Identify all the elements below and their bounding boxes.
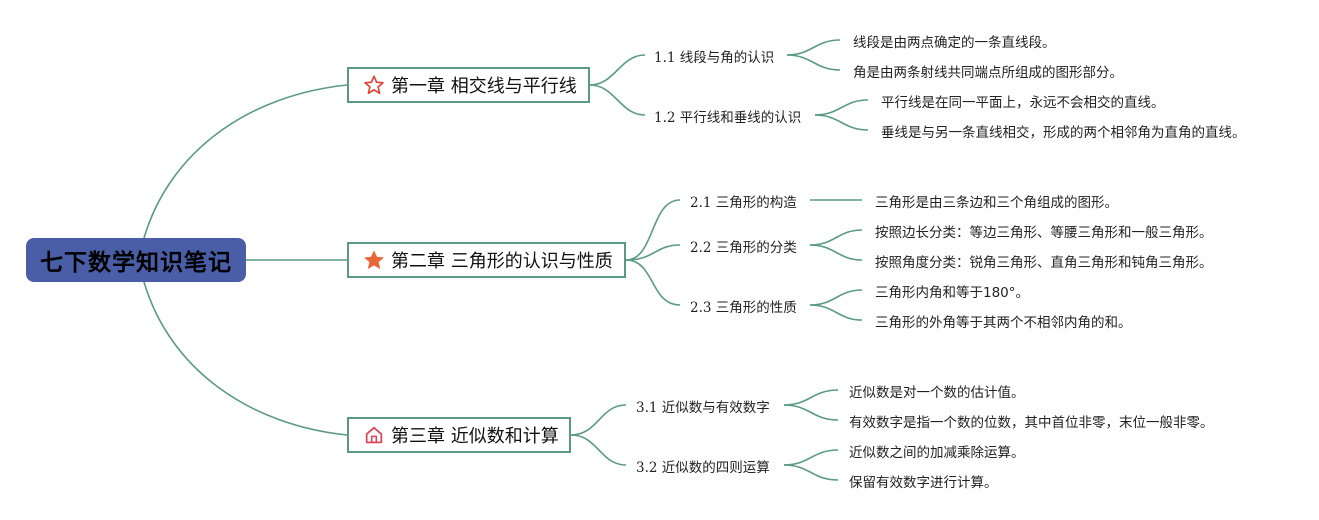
point-2-2-a[interactable]: 按照边长分类：等边三角形、等腰三角形和一般三角形。	[875, 225, 1213, 241]
section-3-1[interactable]: 3.1 近似数与有效数字	[636, 400, 770, 416]
chapter-2-title: 第二章 三角形的认识与性质	[391, 251, 613, 272]
point-3-2-b[interactable]: 保留有效数字进行计算。	[849, 475, 998, 491]
section-1-2[interactable]: 1.2 平行线和垂线的认识	[654, 110, 802, 126]
point-1-2-a[interactable]: 平行线是在同一平面上，永远不会相交的直线。	[881, 95, 1165, 111]
section-2-3[interactable]: 2.3 三角形的性质	[690, 300, 797, 316]
point-1-2-b[interactable]: 垂线是与另一条直线相交，形成的两个相邻角为直角的直线。	[881, 125, 1246, 141]
point-3-1-b[interactable]: 有效数字是指一个数的位数，其中首位非零，末位一般非零。	[849, 415, 1214, 431]
chapter-3-node[interactable]: 第三章 近似数和计算	[347, 417, 571, 453]
section-3-2[interactable]: 3.2 近似数的四则运算	[636, 460, 770, 476]
star-filled-icon	[363, 249, 385, 271]
section-2-2[interactable]: 2.2 三角形的分类	[690, 240, 797, 256]
point-1-1-a[interactable]: 线段是由两点确定的一条直线段。	[853, 35, 1056, 51]
chapter-1-node[interactable]: 第一章 相交线与平行线	[347, 67, 590, 103]
home-icon	[363, 424, 385, 446]
point-2-3-b[interactable]: 三角形的外角等于其两个不相邻内角的和。	[875, 315, 1132, 331]
point-2-1-a[interactable]: 三角形是由三条边和三个角组成的图形。	[875, 195, 1118, 211]
chapter-2-node[interactable]: 第二章 三角形的认识与性质	[347, 242, 626, 278]
point-3-1-a[interactable]: 近似数是对一个数的估计值。	[849, 385, 1025, 401]
point-3-2-a[interactable]: 近似数之间的加减乘除运算。	[849, 445, 1025, 461]
root-topic[interactable]: 七下数学知识笔记	[26, 238, 246, 282]
point-2-2-b[interactable]: 按照角度分类：锐角三角形、直角三角形和钝角三角形。	[875, 255, 1213, 271]
point-1-1-b[interactable]: 角是由两条射线共同端点所组成的图形部分。	[853, 65, 1123, 81]
point-2-3-a[interactable]: 三角形内角和等于180°。	[875, 285, 1030, 301]
chapter-1-title: 第一章 相交线与平行线	[391, 76, 577, 97]
section-2-1[interactable]: 2.1 三角形的构造	[690, 195, 797, 211]
root-title: 七下数学知识笔记	[40, 250, 232, 276]
chapter-3-title: 第三章 近似数和计算	[391, 426, 559, 447]
star-outline-icon	[363, 74, 385, 96]
section-1-1[interactable]: 1.1 线段与角的认识	[654, 50, 775, 66]
